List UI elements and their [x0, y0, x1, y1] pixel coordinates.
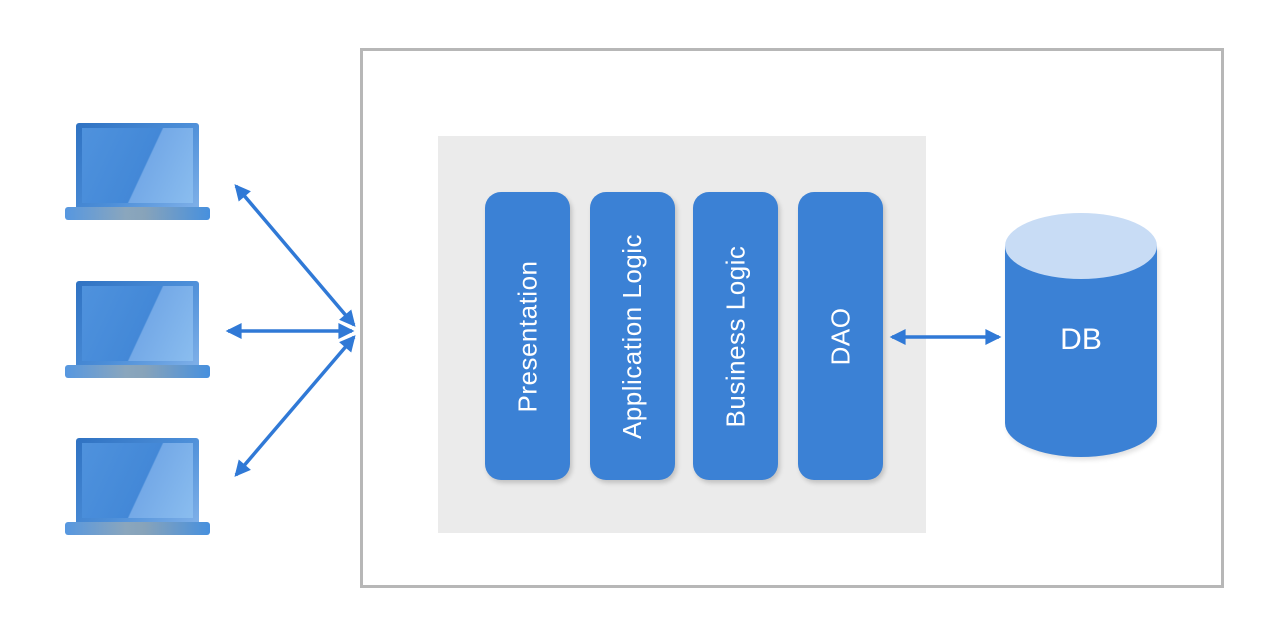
server-box: Presentation Application Logic Business …	[360, 48, 1224, 588]
database-cylinder-body	[1005, 246, 1157, 457]
laptop-display	[82, 286, 193, 361]
layer-label: Business Logic	[720, 245, 751, 427]
layers-panel: Presentation Application Logic Business …	[438, 136, 926, 533]
layer-label: DAO	[825, 307, 855, 365]
layer-presentation: Presentation	[485, 192, 570, 480]
layer-application-logic: Application Logic	[590, 192, 675, 480]
laptop-base	[65, 207, 210, 220]
laptop-screen	[76, 123, 199, 208]
layer-label: Application Logic	[617, 233, 648, 439]
client3-server-arrow	[234, 335, 356, 477]
laptop-display	[82, 128, 193, 203]
database-cylinder-top	[1005, 213, 1157, 279]
client-laptop-icon	[65, 438, 210, 535]
laptop-screen	[76, 281, 199, 366]
laptop-screen	[76, 438, 199, 523]
layer-business-logic: Business Logic	[693, 192, 778, 480]
layer-label: Presentation	[512, 260, 543, 412]
database-label: DB	[1060, 323, 1102, 356]
laptop-display	[82, 443, 193, 518]
laptop-base	[65, 365, 210, 378]
layer-dao: DAO	[798, 192, 883, 480]
client-laptop-icon	[65, 123, 210, 220]
client-laptop-icon	[65, 281, 210, 378]
database-cylinder-icon: DB	[1005, 213, 1157, 457]
client1-server-arrow	[234, 184, 356, 327]
laptop-base	[65, 522, 210, 535]
